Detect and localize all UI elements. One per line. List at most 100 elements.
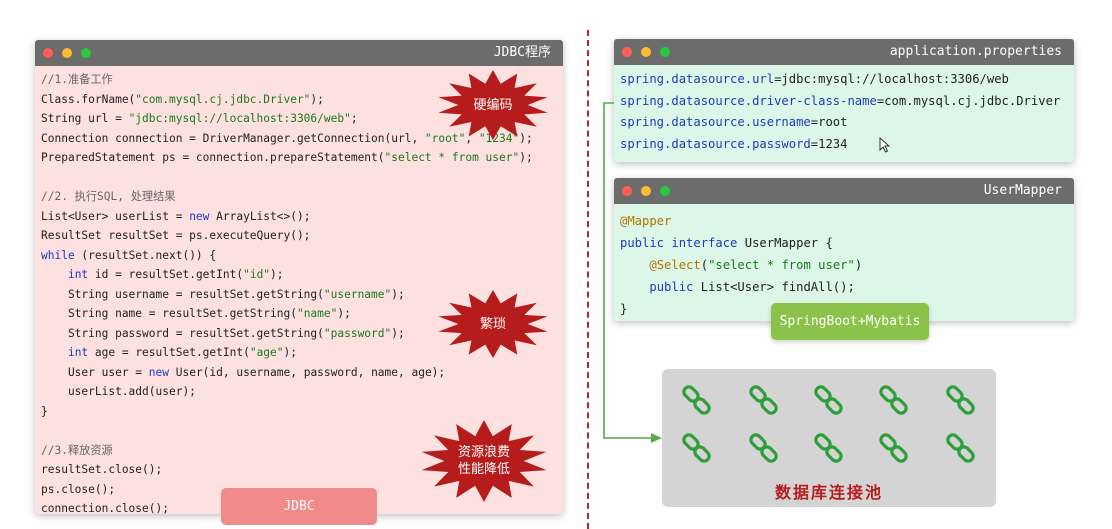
code-token: UserMapper { [737,236,833,250]
close-dot-icon[interactable] [43,48,53,58]
code-line: resultSet.close(); [41,460,563,480]
maximize-dot-icon[interactable] [660,47,670,57]
maximize-dot-icon[interactable] [660,186,670,196]
code-token: ); [391,287,405,301]
burst-label: 资源浪费 性能降低 [457,445,510,477]
code-line: Class.forName("com.mysql.cj.jdbc.Driver"… [41,90,563,110]
maximize-dot-icon[interactable] [81,48,91,58]
code-token: new [148,365,169,379]
code-token: "age" [249,346,284,359]
code-token: //2. 执行SQL, 处理结果 [41,190,176,203]
properties-window: application.properties spring.datasource… [614,39,1074,162]
code-token: List<User> userList = [41,209,190,223]
code-line: User user = new User(id, username, passw… [41,363,563,383]
window-title: UserMapper [983,183,1062,198]
code-token: ); [519,151,533,164]
code-token: public [649,280,694,294]
link-icon [879,385,908,415]
code-token: ); [519,131,533,145]
code-token: ); [310,92,324,106]
code-line: @Mapper [620,210,1074,232]
code-token: "com.mysql.cj.jdbc.Driver" [135,92,311,106]
starburst-icon [421,420,547,502]
code-token: String url = [41,112,129,125]
link-icon [749,385,778,415]
link-icon [682,385,711,415]
code-block: spring.datasource.url=jdbc:mysql://local… [614,65,1074,155]
code-token: String username = resultSet.getString( [41,287,324,301]
code-token: spring.datasource.driver-class-name [620,93,877,108]
mouse-cursor-icon [879,137,891,153]
code-token: "select * from user" [708,258,855,272]
code-token: =1234 [810,136,848,151]
window-titlebar: JDBC程序 [35,40,563,66]
section-divider [587,30,589,529]
close-dot-icon[interactable] [622,186,632,196]
code-line: PreparedStatement ps = connection.prepar… [41,148,563,168]
minimize-dot-icon[interactable] [641,186,651,196]
code-token: age = resultSet.getInt( [88,346,250,359]
link-icon [879,433,908,463]
close-dot-icon[interactable] [622,47,632,57]
code-token: connection.close(); [41,502,169,514]
code-line: List<User> userList = new ArrayList<>(); [41,207,563,227]
code-token: "jdbc:mysql://localhost:3306/web" [128,112,351,125]
tedious-burst: 繁琐 [437,290,549,358]
code-token: //1.准备工作 [41,73,113,86]
code-token: =com.mysql.cj.jdbc.Driver [876,93,1061,108]
code-line: ResultSet resultSet = ps.executeQuery(); [41,226,563,246]
code-token: } [41,404,48,418]
window-title: application.properties [889,44,1062,59]
code-token: ps.close(); [41,482,116,496]
burst-label: 硬编码 [473,97,513,113]
code-line: ps.close(); [41,480,563,500]
code-line: @Select("select * from user") [620,254,1074,276]
code-token: spring.datasource.username [620,115,811,129]
code-line: spring.datasource.driver-class-name=com.… [620,91,1074,113]
connection-pool-title: 数据库连接池 [774,483,883,502]
connection-pool-panel: 数据库连接池 [662,369,996,507]
code-token: userList.add(user); [41,385,196,398]
code-token: spring.datasource.password [620,136,811,151]
code-token: int [67,346,89,359]
code-token: ); [270,268,284,281]
link-icon [946,385,975,415]
hardcode-burst: 硬编码 [437,70,549,140]
code-token: "root" [424,131,466,145]
link-icon [814,385,843,415]
code-token: "1234" [478,131,520,145]
code-token: new [189,209,210,223]
code-line: } [41,402,563,422]
code-token: String password = resultSet.getString( [41,326,324,340]
code-line: String password = resultSet.getString("p… [41,324,563,344]
link-icon [749,433,778,463]
code-token: User(id, username, password, name, age); [169,365,446,379]
link-icon [814,433,843,463]
code-token: ArrayList<>(); [209,209,311,223]
code-line: public List<User> findAll(); [620,276,1074,298]
code-token: public interface [620,236,738,250]
code-line: } [620,298,1074,320]
code-line: int age = resultSet.getInt("age"); [41,343,563,363]
code-token: ); [337,307,351,320]
starburst-shape [438,290,548,358]
code-token: "username" [323,287,392,301]
code-token: "password" [323,326,392,340]
link-icon [946,433,975,463]
code-token: =jdbc:mysql://localhost:3306/web [774,72,1009,86]
starburst-icon [438,290,548,358]
code-line: spring.datasource.url=jdbc:mysql://local… [620,69,1074,91]
code-line: //3.释放资源 [41,441,563,461]
code-line: String username = resultSet.getString("u… [41,285,563,305]
code-token: "name" [296,307,338,320]
link-icon [682,433,711,463]
code-token: "select * from user" [384,151,520,164]
minimize-dot-icon[interactable] [62,48,72,58]
minimize-dot-icon[interactable] [641,47,651,57]
code-token: ResultSet resultSet = ps.executeQuery(); [41,229,311,242]
code-line: String name = resultSet.getString("name"… [41,304,563,324]
code-line: public interface UserMapper { [620,232,1074,254]
code-line: //2. 执行SQL, 处理结果 [41,187,563,207]
